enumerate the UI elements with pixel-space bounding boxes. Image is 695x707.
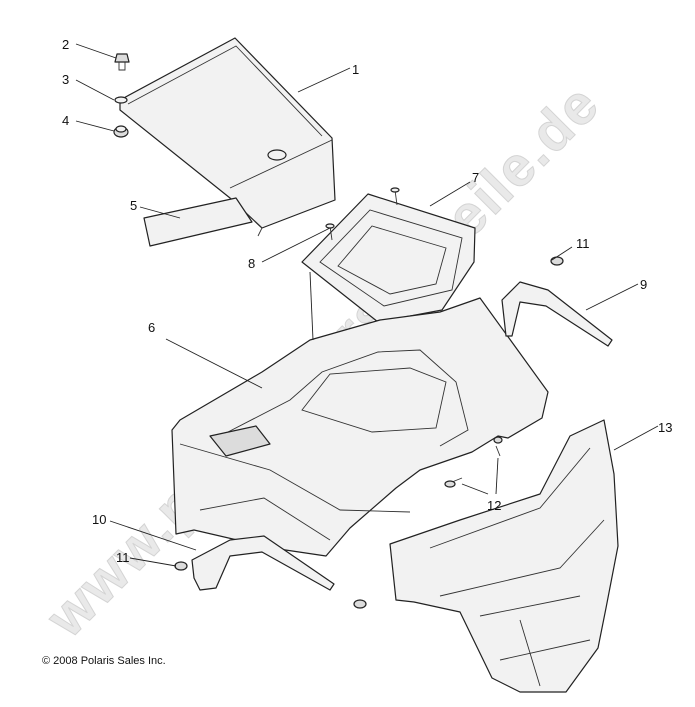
callout-13: 13: [658, 420, 672, 435]
callout-10: 10: [92, 512, 106, 527]
part-lid-knob: [114, 53, 130, 71]
leader-lines: [75, 43, 659, 567]
part-push-rivet-left: [174, 561, 188, 571]
callout-11-left: 11: [116, 550, 130, 565]
callout-5: 5: [130, 198, 137, 213]
callout-8: 8: [248, 256, 255, 271]
part-push-rivet-right: [550, 256, 564, 266]
callout-1: 1: [352, 62, 359, 77]
callout-7: 7: [472, 170, 479, 185]
part-front-hood: [171, 297, 549, 557]
part-decal: [143, 197, 253, 247]
callout-6: 6: [148, 320, 155, 335]
part-screw-12b: [493, 436, 503, 457]
callout-4: 4: [62, 113, 69, 128]
callout-3: 3: [62, 72, 69, 87]
callout-11-right: 11: [576, 236, 590, 251]
part-front-bumper: [389, 419, 619, 693]
part-left-trim: [191, 535, 335, 591]
part-right-trim: [501, 281, 613, 347]
part-grommet: [113, 125, 129, 138]
copyright-text: © 2008 Polaris Sales Inc.: [42, 655, 166, 667]
part-screw-12a: [444, 477, 463, 488]
callout-12: 12: [487, 498, 501, 513]
callout-2: 2: [62, 37, 69, 52]
callout-9: 9: [640, 277, 647, 292]
part-washer: [114, 96, 128, 104]
part-push-rivet-bottom: [353, 599, 367, 609]
